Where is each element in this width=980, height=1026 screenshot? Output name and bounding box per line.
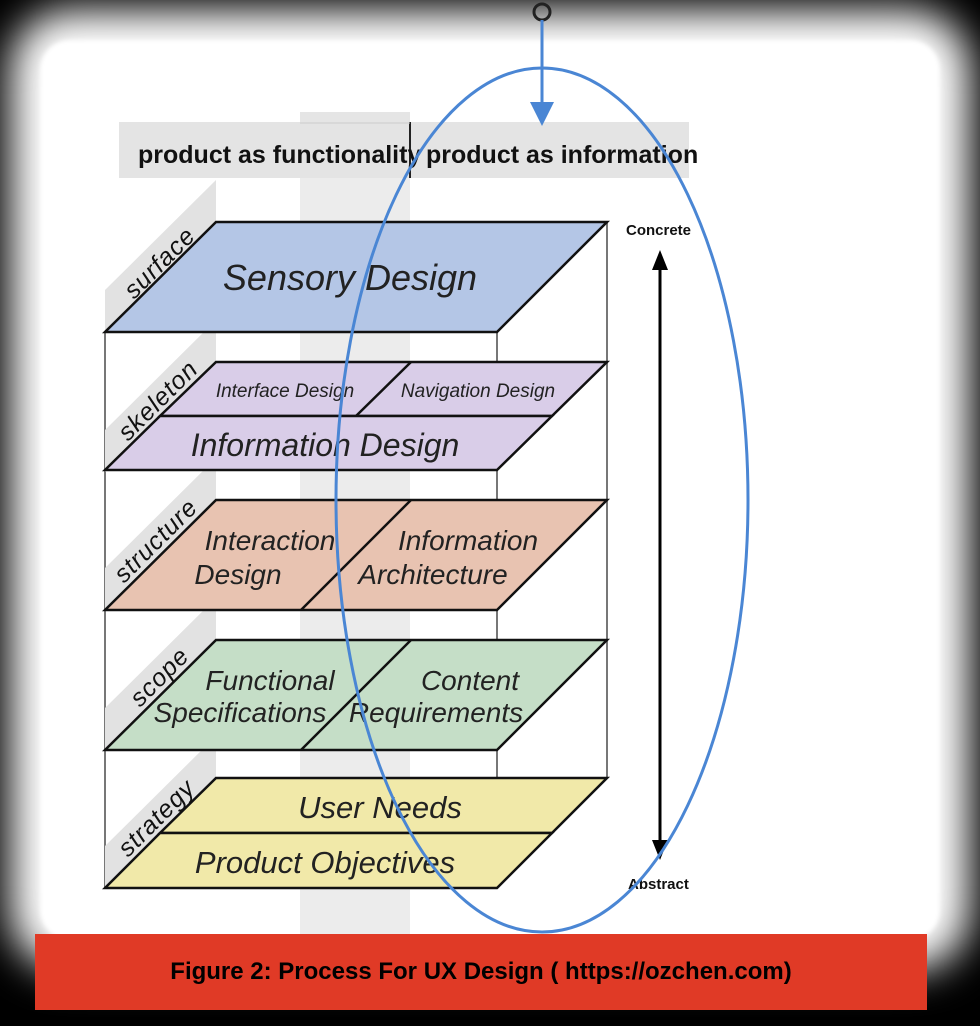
axis-arrowhead-down <box>652 840 668 860</box>
header-left-label: product as functionality <box>138 141 421 169</box>
header-right-label: product as information <box>426 141 698 169</box>
navigation-design-label: Navigation Design <box>401 381 555 402</box>
axis-label-concrete: Concrete <box>626 222 691 239</box>
skeleton-upper-divider <box>355 361 412 417</box>
sensory-design-label: Sensory Design <box>223 257 477 298</box>
user-needs-label: User Needs <box>298 790 462 825</box>
axis-label-abstract: Abstract <box>628 876 689 893</box>
skeleton-tab <box>105 320 216 472</box>
axis-arrowhead-up <box>652 250 668 270</box>
functional-specifications-line2: Specifications <box>154 697 327 728</box>
surface-tab <box>105 180 216 332</box>
strategy-tab <box>105 736 216 888</box>
information-design-label: Information Design <box>191 427 460 463</box>
structure-divider <box>300 499 412 611</box>
header-bar <box>119 122 689 178</box>
surface-plane <box>101 220 611 334</box>
interaction-design-line2: Design <box>194 559 281 590</box>
column-top-shade <box>300 112 410 124</box>
scope-tab <box>105 598 216 750</box>
structure-tab <box>105 458 216 610</box>
annotation-arrowhead <box>530 102 554 126</box>
figure-caption: Figure 2: Process For UX Design ( https:… <box>170 958 792 985</box>
functional-specifications-line1: Functional <box>205 665 335 696</box>
information-architecture-line1: Information <box>398 525 538 556</box>
content-requirements-line1: Content <box>421 665 520 696</box>
interaction-design-line1: Interaction <box>205 525 336 556</box>
scope-divider <box>300 639 412 751</box>
skeleton-lower-plane <box>101 414 556 472</box>
product-objectives-label: Product Objectives <box>195 845 455 880</box>
figure-caption-bar: Figure 2: Process For UX Design ( https:… <box>35 934 927 1010</box>
content-requirements-line2: Requirements <box>349 697 523 728</box>
annotation-anchor-dot <box>532 2 552 22</box>
interface-design-label: Interface Design <box>216 381 354 402</box>
information-architecture-line2: Architecture <box>356 559 507 590</box>
